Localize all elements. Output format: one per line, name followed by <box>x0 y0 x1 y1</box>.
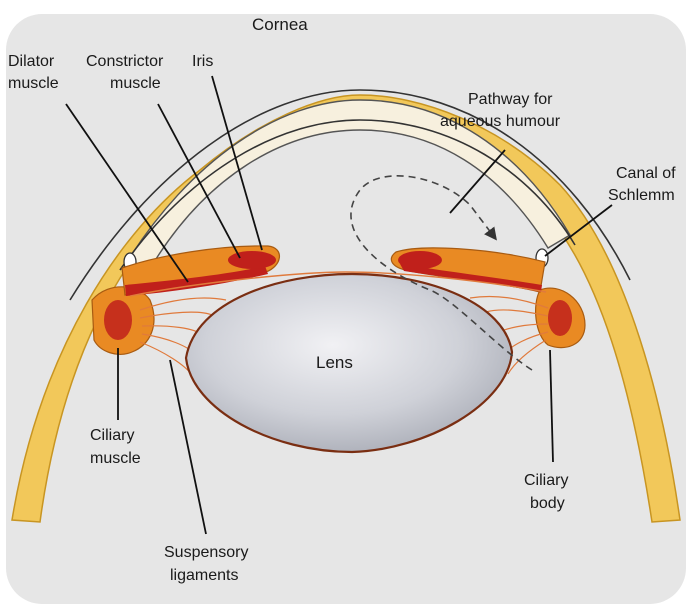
ciliary-muscle-right-red <box>548 300 572 336</box>
label-pathway-1: Pathway for <box>468 91 553 108</box>
label-dilator-muscle-2: muscle <box>8 75 59 92</box>
label-suspensory-2: ligaments <box>170 567 238 584</box>
label-suspensory-1: Suspensory <box>164 544 249 561</box>
label-ciliary-muscle-2: muscle <box>90 450 141 467</box>
label-ciliary-body-1: Ciliary <box>524 472 568 489</box>
label-constrictor-muscle-2: muscle <box>110 75 161 92</box>
label-cornea: Cornea <box>252 15 308 34</box>
label-iris: Iris <box>192 53 213 70</box>
label-canal-2: Schlemm <box>608 187 675 204</box>
label-ciliary-muscle-1: Ciliary <box>90 427 134 444</box>
label-lens: Lens <box>316 353 353 372</box>
ciliary-muscle-left-red <box>104 300 132 340</box>
label-canal-1: Canal of <box>616 165 676 182</box>
label-dilator-muscle-1: Dilator <box>8 53 55 70</box>
label-ciliary-body-2: body <box>530 495 565 512</box>
label-constrictor-muscle-1: Constrictor <box>86 53 164 70</box>
constrictor-muscle-right <box>398 251 442 269</box>
constrictor-muscle-left <box>228 251 276 269</box>
label-pathway-2: aqueous humour <box>440 113 561 130</box>
